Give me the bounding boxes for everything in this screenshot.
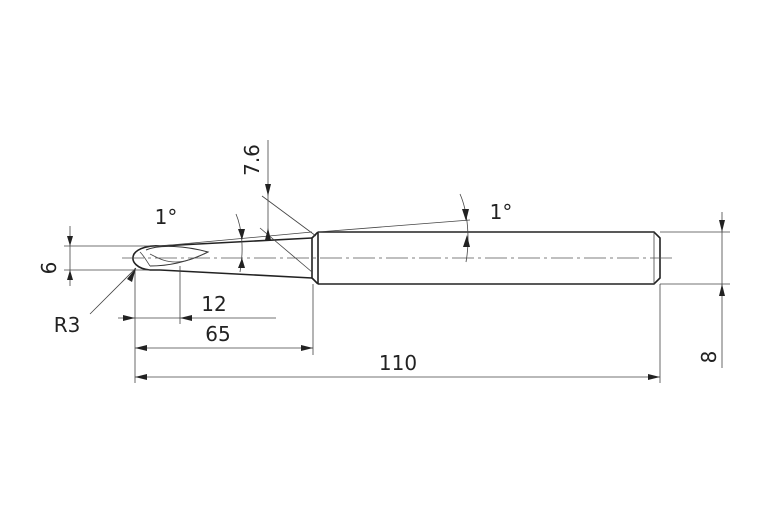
dimension-labels: 110 65 12 R3 1° 1° 8 6 7.6 [37,144,721,375]
label-shank-diameter: 8 [697,351,721,364]
arrow-angle-right-b [463,235,470,247]
angle-arc-right [459,193,469,263]
arrow-12-right [180,315,192,321]
label-taper-angle-right: 1° [490,200,513,224]
neck-bottom-edge [159,269,313,279]
arrow-65-left [135,345,147,351]
leader-7-6-a [261,195,317,237]
arrow-r3 [127,268,136,282]
label-neck-taper-length: 7.6 [240,144,264,176]
arrow-angle-left-a [238,229,245,240]
arrow-12-left [123,315,135,321]
label-flute-length: 12 [201,292,226,316]
flute-tip [139,251,151,267]
arrow-110-left [135,374,147,380]
label-taper-angle-left: 1° [155,205,178,229]
arrow-6-top [67,236,73,246]
arrow-angle-left-b [238,258,245,268]
arrow-7-6-a [265,184,271,196]
taper-ref-left [159,231,313,247]
flute-inner [149,251,209,263]
arrow-8-bottom [719,284,725,296]
label-ball-radius: R3 [54,313,81,337]
arrow-65-right [301,345,313,351]
label-neck-diameter: 6 [37,262,61,275]
leader-r3 [89,267,137,315]
arrow-110-right [648,374,660,380]
neck-top-edge [159,237,313,247]
arrow-8-top [719,220,725,232]
arrow-6-bottom [67,270,73,280]
label-length-65: 65 [205,322,230,346]
label-overall-length: 110 [379,351,417,375]
dimension-lines [67,140,725,380]
arrow-angle-right-a [462,209,469,221]
arrow-7-6-b [265,228,271,240]
taper-ref-right [317,219,471,233]
